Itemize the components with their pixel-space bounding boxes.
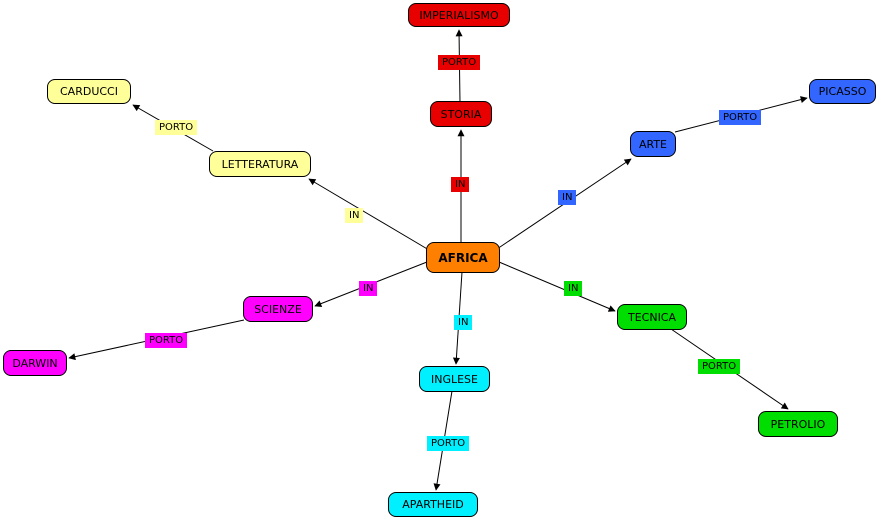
node-africa[interactable]: AFRICA — [426, 242, 500, 273]
node-scienze[interactable]: SCIENZE — [243, 296, 313, 322]
edge-label-in-arte[interactable]: IN — [558, 190, 577, 205]
edge-africa-tecnica — [498, 261, 616, 312]
node-storia[interactable]: STORIA — [430, 101, 492, 127]
edge-label-porto-carducci[interactable]: PORTO — [155, 120, 198, 135]
edge-label-porto-apartheid[interactable]: PORTO — [427, 436, 470, 451]
edge-label-in-tecnica[interactable]: IN — [564, 281, 583, 296]
edge-label-in-letteratura[interactable]: IN — [345, 208, 364, 223]
edge-label-in-inglese[interactable]: IN — [454, 315, 473, 330]
node-darwin[interactable]: DARWIN — [3, 350, 67, 376]
edge-label-in-storia[interactable]: IN — [451, 177, 470, 192]
edge-label-porto-picasso[interactable]: PORTO — [719, 110, 762, 125]
node-petrolio[interactable]: PETROLIO — [758, 411, 838, 437]
node-picasso[interactable]: PICASSO — [809, 79, 876, 104]
node-arte[interactable]: ARTE — [630, 131, 676, 157]
edge-label-porto-petrolio[interactable]: PORTO — [698, 359, 741, 374]
node-apartheid[interactable]: APARTHEID — [388, 492, 478, 517]
node-tecnica[interactable]: TECNICA — [617, 304, 687, 330]
node-carducci[interactable]: CARDUCCI — [47, 79, 131, 104]
edge-label-in-scienze[interactable]: IN — [359, 281, 378, 296]
edge-africa-letteratura — [308, 178, 430, 251]
node-imperialismo[interactable]: IMPERIALISMO — [408, 3, 510, 27]
node-inglese[interactable]: INGLESE — [419, 366, 490, 392]
edge-label-porto-imperialismo[interactable]: PORTO — [438, 55, 481, 70]
node-letteratura[interactable]: LETTERATURA — [209, 151, 311, 177]
edge-label-porto-darwin[interactable]: PORTO — [145, 333, 188, 348]
